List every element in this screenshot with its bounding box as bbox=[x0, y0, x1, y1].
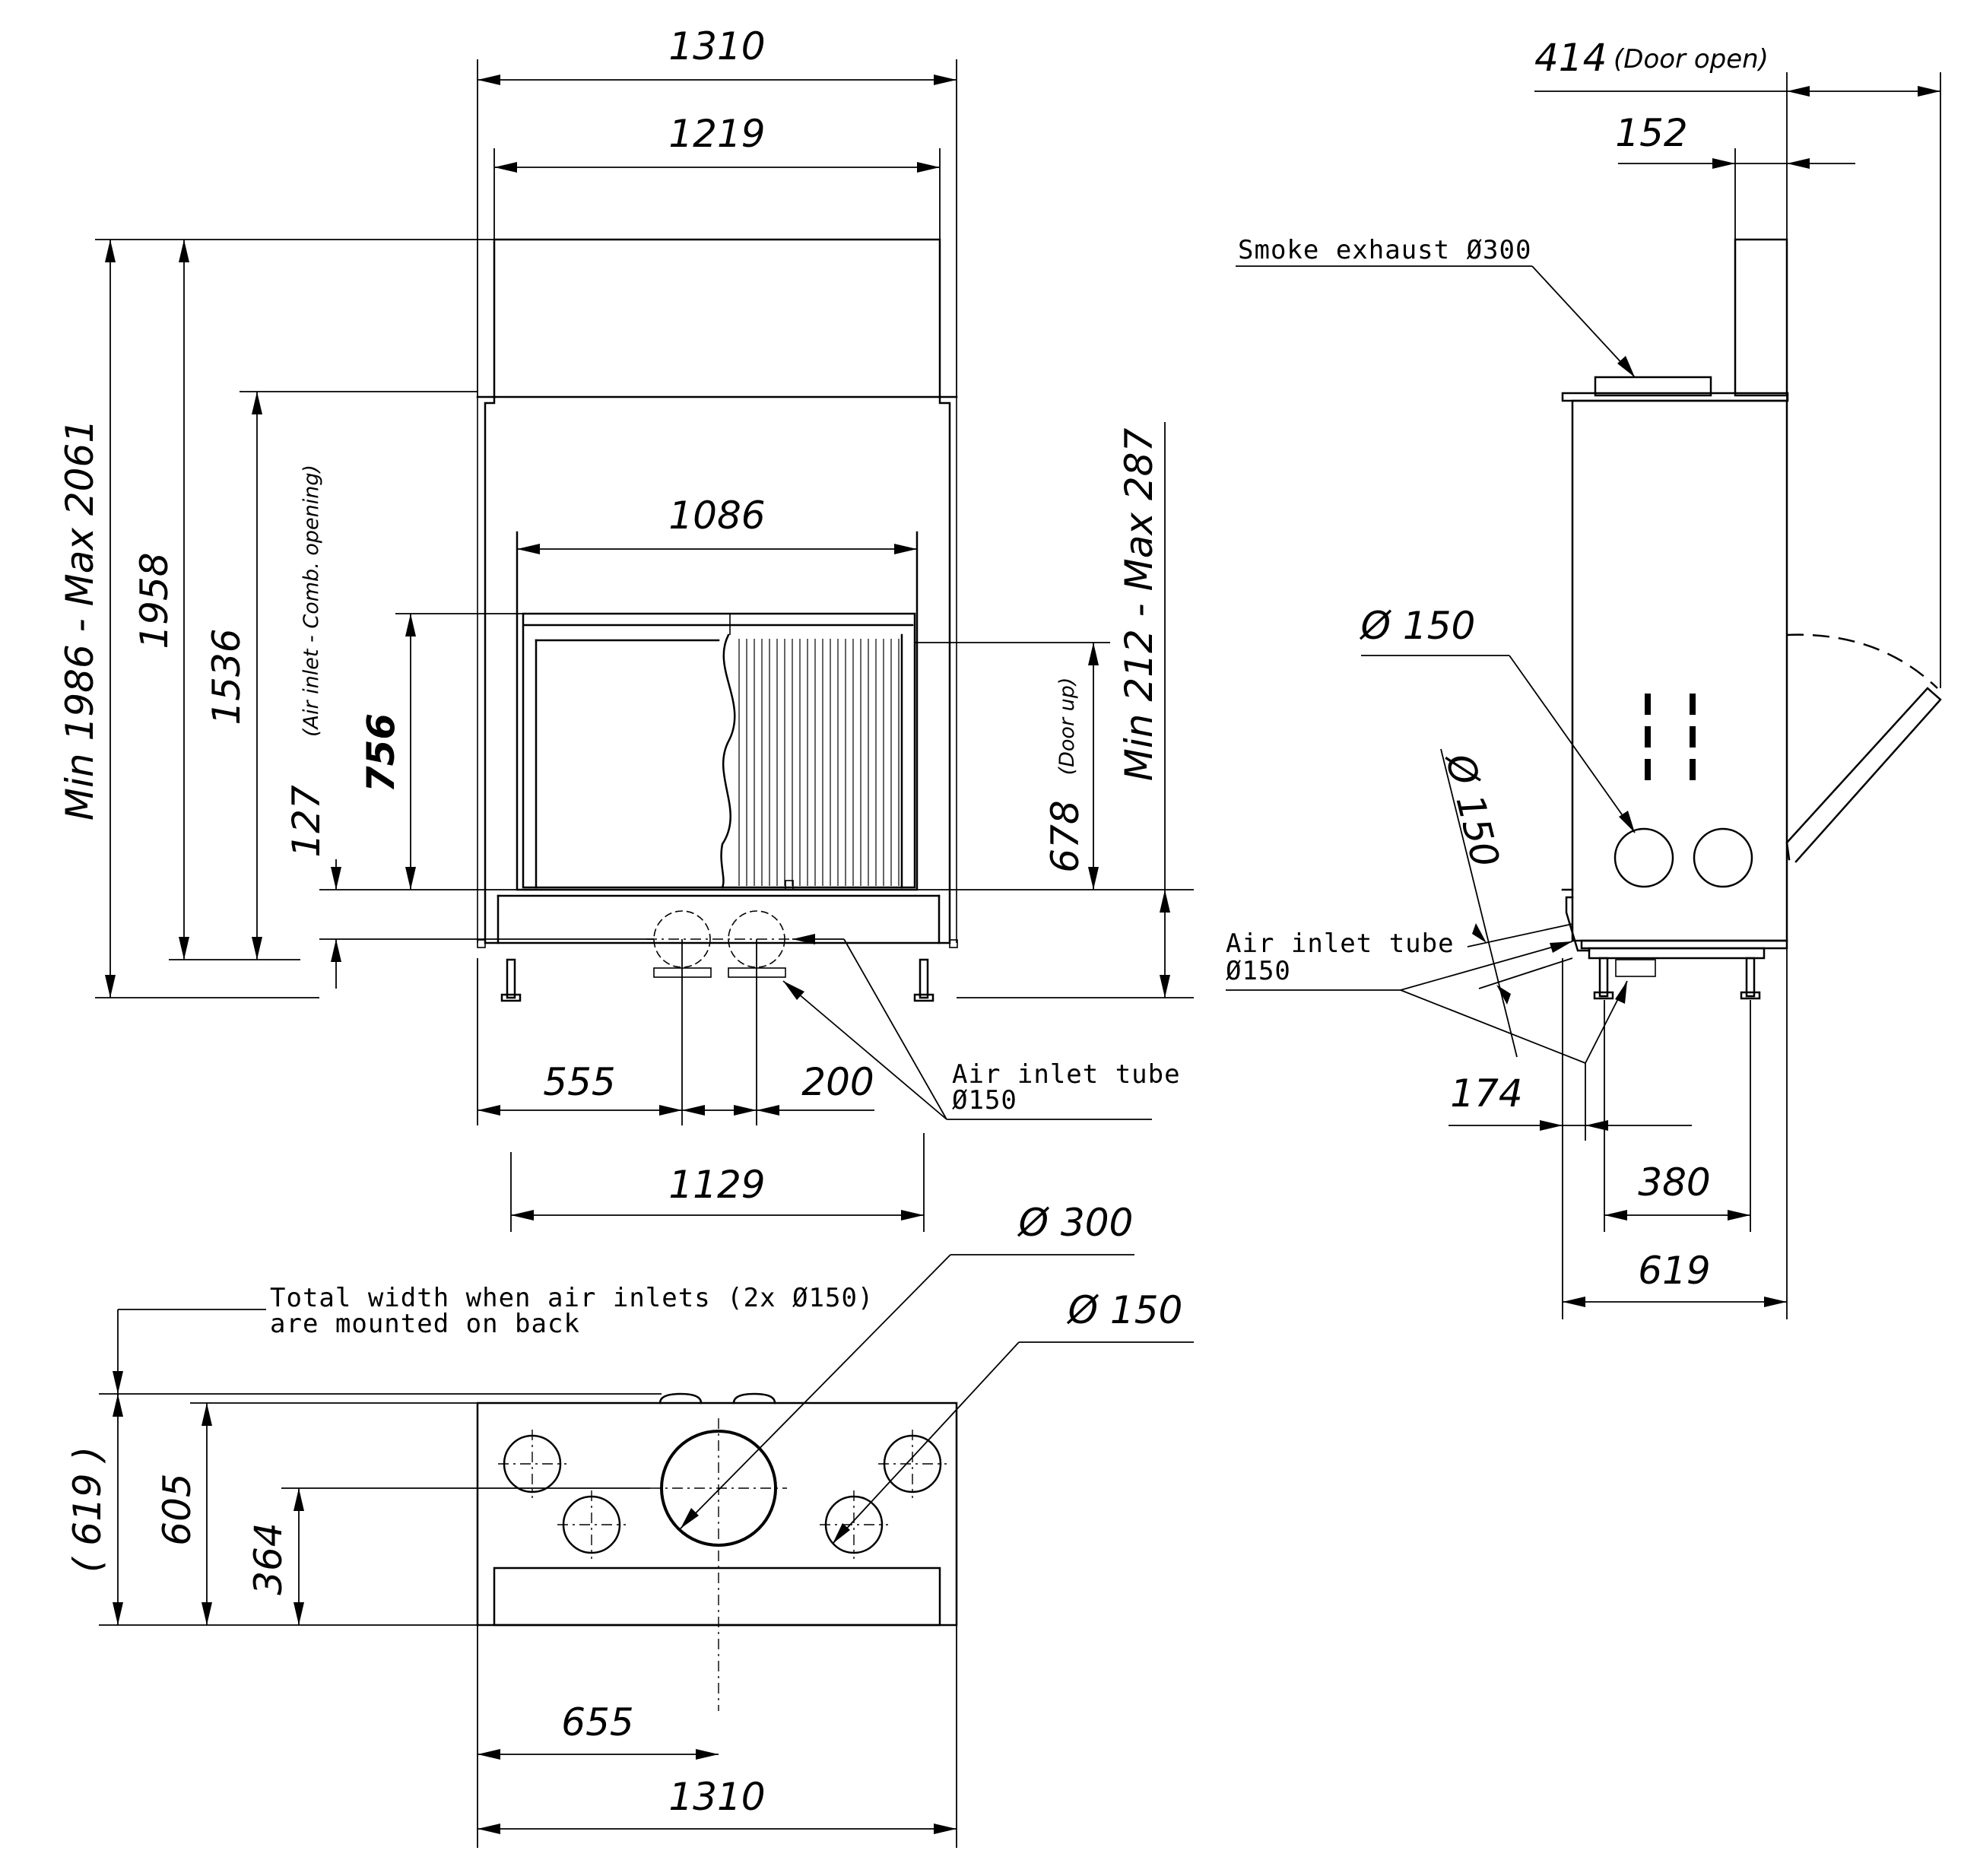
dim-door-up-678: 678 bbox=[1043, 800, 1087, 872]
side-body bbox=[1571, 399, 1788, 942]
dim-front-1086: 1086 bbox=[668, 494, 765, 538]
dim-inlet-200: 200 bbox=[801, 1060, 874, 1104]
front-firebox bbox=[522, 612, 916, 889]
top-dimensions bbox=[99, 1254, 1194, 1848]
note-door-open: (Door open) bbox=[1614, 44, 1769, 75]
dim-leg-height: Min 212 - Max 287 bbox=[1117, 428, 1161, 782]
note-air-inlet-tube-side: Air inlet tube bbox=[1226, 928, 1455, 959]
door-ribs bbox=[738, 639, 900, 886]
dim-side-air-150: Ø 150 bbox=[1360, 604, 1476, 648]
side-air-inlet-1 bbox=[1614, 827, 1674, 888]
dim-side-air-150-rotated: Ø 150 bbox=[1437, 748, 1508, 871]
dim-top-flue-300: Ø 300 bbox=[1017, 1201, 1134, 1245]
note-air-inlet-tube-front: Air inlet tube bbox=[952, 1059, 1181, 1090]
dim-top-1310: 1310 bbox=[668, 1775, 765, 1819]
cutaway-line bbox=[720, 633, 736, 889]
side-dimensions bbox=[1226, 72, 1941, 1319]
front-air-inlet-left bbox=[653, 910, 711, 968]
dim-front-1958: 1958 bbox=[132, 552, 176, 649]
top-body bbox=[476, 1401, 958, 1627]
front-view bbox=[476, 238, 958, 1002]
note-total-width-2: are mounted on back bbox=[270, 1309, 580, 1339]
dim-side-380: 380 bbox=[1638, 1160, 1710, 1205]
note-door-up: (Door up) bbox=[1055, 678, 1079, 776]
dim-side-152: 152 bbox=[1615, 111, 1687, 155]
front-legs bbox=[500, 958, 934, 1002]
dim-front-min-max-height: Min 1986 - Max 2061 bbox=[58, 419, 102, 821]
front-body bbox=[484, 395, 951, 944]
dim-side-174: 174 bbox=[1450, 1071, 1522, 1116]
dim-side-619: 619 bbox=[1638, 1249, 1710, 1293]
note-air-inlet-tube-front-dia: Ø150 bbox=[952, 1085, 1017, 1116]
dim-side-414: 414 bbox=[1534, 36, 1607, 80]
dim-inlet-555: 555 bbox=[543, 1060, 615, 1104]
note-smoke-exhaust: Smoke exhaust Ø300 bbox=[1238, 235, 1531, 265]
note-air-inlet-tube-side-dia: Ø150 bbox=[1226, 956, 1291, 986]
side-vents bbox=[1645, 694, 1696, 780]
dim-top-air-150: Ø 150 bbox=[1067, 1288, 1183, 1332]
note-total-width: Total width when air inlets (2x Ø150) bbox=[270, 1283, 874, 1313]
side-door-open bbox=[1785, 633, 1942, 863]
dim-leg-span-1129: 1129 bbox=[668, 1163, 765, 1207]
dim-top-655: 655 bbox=[561, 1700, 633, 1744]
side-chimney bbox=[1734, 238, 1788, 397]
dim-top-619: ( 619 ) bbox=[65, 1446, 109, 1573]
front-dimensions bbox=[95, 59, 1194, 1232]
dim-air-inlet-127: 127 bbox=[284, 785, 328, 858]
dim-top-605: 605 bbox=[155, 1473, 199, 1545]
top-front-panel bbox=[493, 1567, 941, 1627]
note-air-inlet-comb-opening: (Air inlet - Comb. opening) bbox=[300, 465, 323, 737]
side-air-inlet-2 bbox=[1693, 827, 1753, 888]
dim-front-1219: 1219 bbox=[668, 112, 765, 156]
top-view bbox=[476, 1392, 958, 1711]
dim-glass-756: 756 bbox=[359, 713, 403, 792]
dim-front-1536: 1536 bbox=[205, 628, 249, 725]
front-hood bbox=[493, 238, 941, 398]
dim-front-1310: 1310 bbox=[668, 24, 765, 68]
dim-top-364: 364 bbox=[246, 1522, 290, 1595]
side-view bbox=[1561, 238, 1942, 1000]
